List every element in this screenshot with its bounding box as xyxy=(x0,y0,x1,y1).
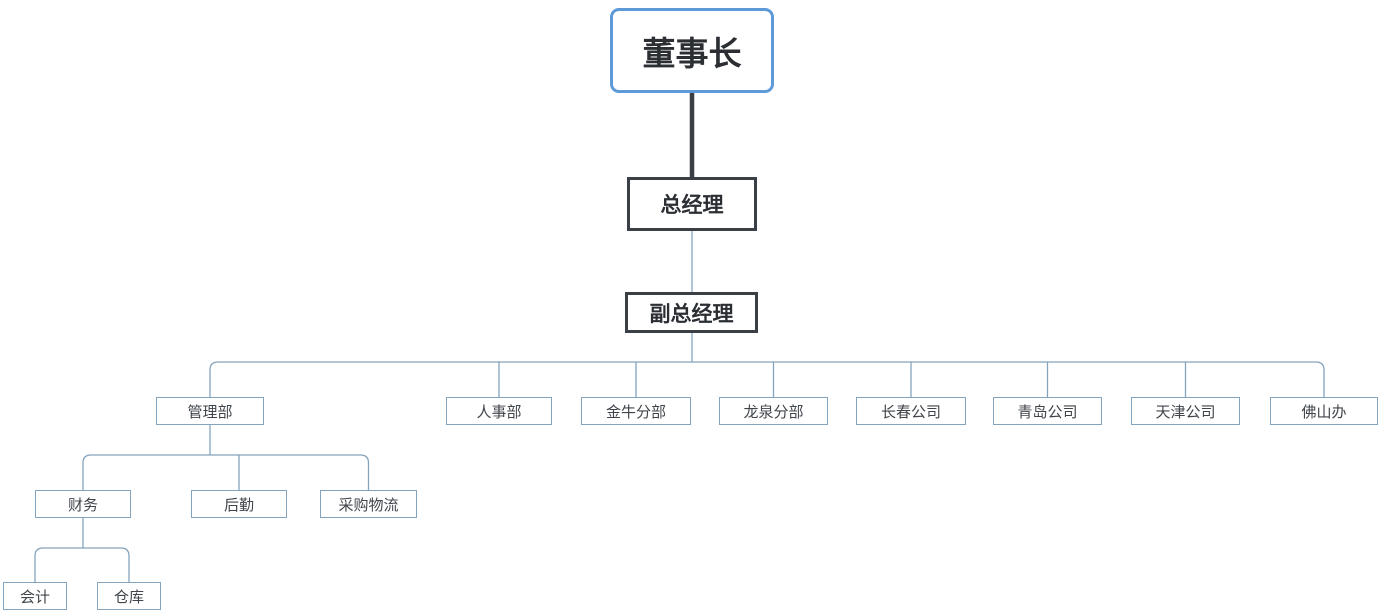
node-dept-changchun-company[interactable]: 长春公司 xyxy=(856,397,966,425)
node-dept-tianjin-company[interactable]: 天津公司 xyxy=(1131,397,1240,425)
connector-finance-bus xyxy=(34,547,130,582)
node-general-manager[interactable]: 总经理 xyxy=(627,177,757,231)
node-dept-hr[interactable]: 人事部 xyxy=(446,397,552,425)
connector-departments-bus xyxy=(209,361,1325,397)
node-logistics-label: 后勤 xyxy=(223,496,254,514)
node-chairman[interactable]: 董事长 xyxy=(610,8,774,93)
node-dept-longquan-branch[interactable]: 龙泉分部 xyxy=(719,397,828,425)
node-general-manager-label: 总经理 xyxy=(660,194,724,217)
node-finance[interactable]: 财务 xyxy=(35,490,131,518)
node-dept-management[interactable]: 管理部 xyxy=(156,397,264,425)
node-dept-tianjin-company-label: 天津公司 xyxy=(1155,403,1216,421)
node-deputy-general-manager-label: 副总经理 xyxy=(649,302,734,326)
node-warehouse[interactable]: 仓库 xyxy=(97,582,161,610)
node-dept-management-label: 管理部 xyxy=(187,403,233,421)
node-dept-foshan-office[interactable]: 佛山办 xyxy=(1270,397,1378,425)
node-procurement-logistics[interactable]: 采购物流 xyxy=(320,490,417,518)
node-dept-longquan-branch-label: 龙泉分部 xyxy=(743,403,804,421)
node-dept-foshan-office-label: 佛山办 xyxy=(1301,403,1347,421)
node-dept-jinniu-branch[interactable]: 金牛分部 xyxy=(581,397,691,425)
node-dept-changchun-company-label: 长春公司 xyxy=(880,403,941,421)
node-finance-label: 财务 xyxy=(67,496,98,514)
node-accounting[interactable]: 会计 xyxy=(3,582,67,610)
node-dept-jinniu-branch-label: 金牛分部 xyxy=(605,403,666,421)
node-dept-qingdao-company-label: 青岛公司 xyxy=(1017,403,1078,421)
node-logistics[interactable]: 后勤 xyxy=(191,490,287,518)
node-dept-qingdao-company[interactable]: 青岛公司 xyxy=(993,397,1102,425)
node-accounting-label: 会计 xyxy=(19,588,50,606)
node-dept-hr-label: 人事部 xyxy=(476,403,522,421)
node-deputy-general-manager[interactable]: 副总经理 xyxy=(625,292,758,333)
node-procurement-logistics-label: 采购物流 xyxy=(338,496,399,514)
connector-management-bus xyxy=(82,454,370,490)
node-warehouse-label: 仓库 xyxy=(113,588,144,606)
node-chairman-label: 董事长 xyxy=(642,34,742,72)
